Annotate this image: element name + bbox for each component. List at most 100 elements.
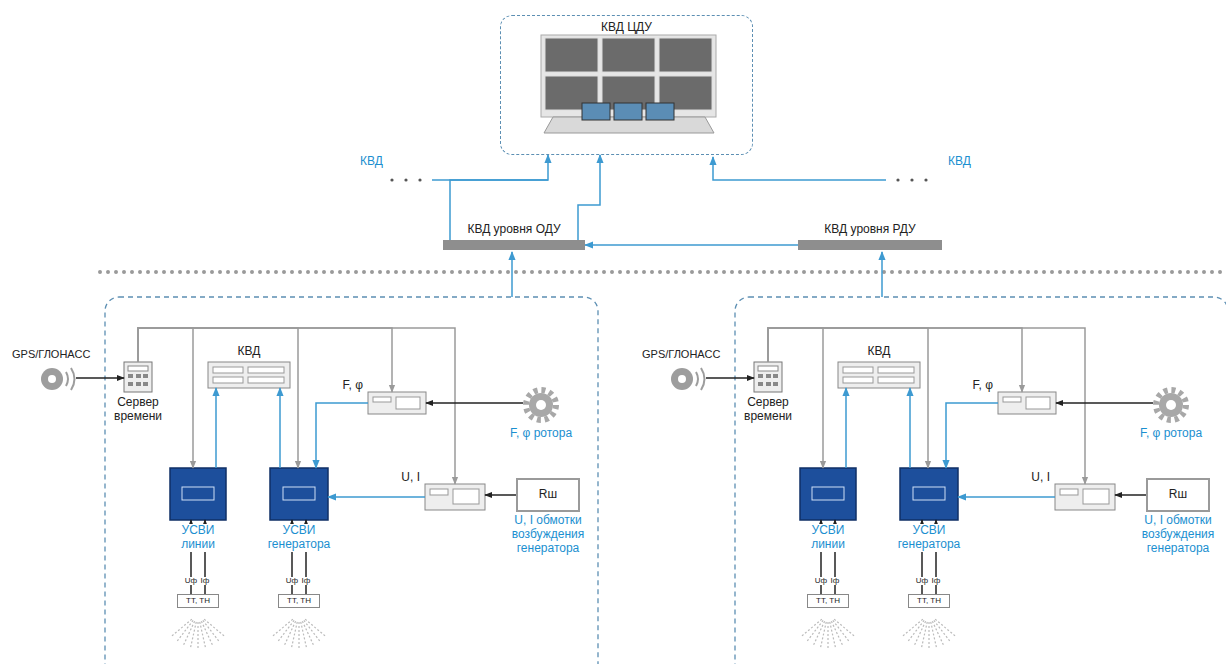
gps-antenna: [41, 368, 75, 390]
connector: [215, 388, 217, 468]
art-part: [213, 367, 243, 373]
time-server-icon: [124, 362, 152, 392]
art-part: [182, 487, 214, 500]
level-separator: [100, 270, 1226, 274]
converter-device: F, φ: [368, 392, 426, 414]
art-part: [143, 374, 148, 378]
node-label: УСВИ линии: [175, 524, 221, 552]
art-part: [536, 400, 546, 410]
connector: [328, 496, 425, 498]
ellipsis-dot: [390, 178, 393, 181]
lead-stroke: [177, 620, 193, 641]
data-bus-bar: КВД уровня ОДУ: [443, 240, 585, 250]
connector: [1115, 494, 1146, 496]
data-concentrator: КВД: [838, 362, 920, 388]
substation-group-copy: [671, 297, 1226, 664]
pmu-cabinet: [170, 468, 226, 520]
node-label: Сервер времени: [736, 396, 800, 424]
wall-screen: [545, 38, 598, 72]
art-part: [41, 368, 63, 390]
wall-screens: [545, 38, 712, 110]
converter-device: [425, 484, 485, 510]
control-center-frame: КВД ЦДУ: [500, 15, 753, 155]
node-label: U, I: [1031, 471, 1050, 485]
console-monitor: [614, 103, 642, 120]
lead-stroke: [184, 621, 195, 645]
art-part: [128, 374, 133, 378]
console-monitor: [646, 103, 674, 120]
uplink-arrow: [881, 252, 883, 297]
uplink-arrow: [511, 252, 513, 297]
node-label: КВД ЦДУ: [501, 21, 752, 35]
instrument-transformer: ТТ, ТН: [177, 594, 219, 608]
node-label: GPS/ГЛОНАСС: [642, 348, 720, 361]
node-label: Rш: [1148, 488, 1208, 502]
pmu-cabinet: УСВИ генератора: [270, 468, 328, 520]
node-label: УСВИ генератора: [263, 524, 335, 552]
data-concentrator: КВД: [208, 362, 290, 388]
art-part: [143, 382, 148, 386]
node-label: ТТ, ТН: [909, 596, 949, 605]
art-part: [526, 390, 556, 420]
connector: [138, 328, 392, 392]
lead-stroke: [200, 622, 206, 647]
node-label: УСВИ линии: [805, 524, 851, 552]
lead-stroke: [197, 622, 198, 648]
gps-antenna-node: GPS/ГЛОНАСС: [36, 363, 76, 393]
ellipsis-dot: [910, 178, 913, 181]
instrument-transformer: ТТ, ТН: [278, 594, 320, 608]
art-part: [136, 382, 141, 386]
pmu-cabinet: [270, 468, 328, 520]
signal-label: Iф: [931, 577, 942, 585]
ellipsis-dot: [418, 178, 421, 181]
connector: [138, 328, 455, 484]
node-label: U, I обмотки возбуждения генератора: [503, 514, 593, 555]
pmu-cabinet: УСВИ линии: [170, 468, 226, 520]
current-transformer-leads: [172, 619, 325, 648]
lead-stroke: [191, 622, 197, 647]
lead-stroke: [292, 622, 298, 647]
rotor-sensor: F, φ ротора: [523, 387, 559, 423]
node-label: U, I обмотки возбуждения генератора: [1133, 514, 1223, 555]
node-label: УСВИ генератора: [893, 524, 965, 552]
ellipsis-dot: [896, 178, 899, 181]
node-label: U, I: [401, 471, 420, 485]
connector: [426, 402, 523, 404]
node-label: GPS/ГЛОНАСС: [12, 348, 90, 361]
art-part: [66, 368, 75, 390]
art-part: [430, 489, 448, 495]
level-label: КВД: [360, 154, 383, 168]
art-part: [213, 377, 243, 383]
time-server: Сервер времени: [124, 362, 152, 392]
ellipsis-dot: [404, 178, 407, 181]
pmu-cabinet: УСВИ генератора: [900, 468, 958, 520]
signal-label: Uф: [285, 577, 299, 585]
data-bus-bar: КВД уровня РДУ: [798, 240, 942, 250]
video-wall: [541, 35, 716, 133]
art-part: [373, 397, 391, 402]
converter-device: U, I: [1055, 484, 1115, 510]
lead-stroke: [301, 622, 307, 647]
art-part: [124, 362, 152, 392]
lead-stroke: [305, 619, 325, 636]
node-label: КВД уровня РДУ: [824, 223, 915, 237]
ellipsis-dot: [924, 178, 927, 181]
art-part: [453, 489, 479, 504]
art-part: [48, 375, 56, 383]
concentrator-rack: [208, 362, 290, 388]
art-part: [128, 382, 133, 386]
node-label: КВД уровня ОДУ: [467, 223, 560, 237]
instrument-transformer: ТТ, ТН: [807, 594, 849, 608]
wall-screen: [602, 38, 655, 72]
art-part: [283, 487, 315, 500]
connector: [76, 377, 124, 379]
node-label: ТТ, ТН: [279, 596, 319, 605]
connector: [845, 388, 847, 468]
connector: [1056, 402, 1153, 404]
converter-device: [368, 392, 426, 414]
art-part: [368, 392, 426, 414]
connector: [578, 155, 600, 240]
node-label: F, φ ротора: [1135, 427, 1207, 441]
lead-stroke: [203, 620, 219, 641]
